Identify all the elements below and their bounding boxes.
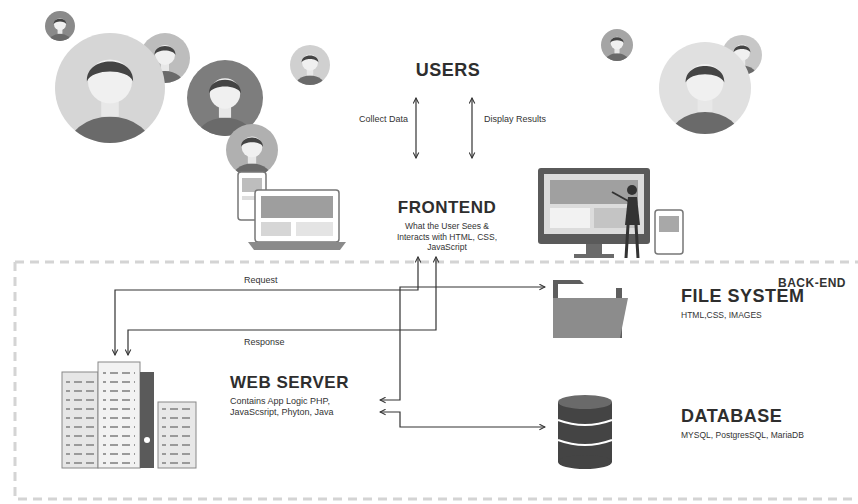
connector-arrow — [380, 412, 545, 427]
edge-label: Display Results — [482, 114, 548, 124]
node-text-group: FRONTEND What the User Sees & Interacts w… — [372, 198, 522, 253]
node-title: WEB SERVER — [230, 373, 375, 393]
edge-label: Response — [242, 337, 287, 347]
node-title: DATABASE — [681, 406, 841, 427]
node-box: WEB SERVER Contains App Logic PHP, JavaSc… — [60, 355, 380, 470]
connector-arrow — [128, 257, 436, 355]
region-label: BACK-END — [778, 276, 846, 290]
node-description: MYSQL, PostgresSQL, MariaDB — [681, 430, 841, 441]
node-box: DATABASE MYSQL, PostgresSQL, MariaDB — [545, 392, 845, 474]
node-description: Contains App Logic PHP, JavaScsript, Phy… — [230, 396, 375, 419]
node-description: HTML,CSS, IMAGES — [681, 310, 841, 321]
node-title: FRONTEND — [372, 198, 522, 218]
node-text-group: FILE SYSTEMHTML,CSS, IMAGES — [681, 286, 841, 321]
edge-label: Request — [242, 275, 280, 285]
connector-arrow — [380, 287, 545, 400]
connector-arrow — [115, 257, 418, 355]
connector-arrow — [471, 98, 472, 158]
node-text-group: USERS — [395, 60, 501, 81]
node-box: FILE SYSTEMHTML,CSS, IMAGES — [545, 262, 845, 340]
node-description: What the User Sees & Interacts with HTML… — [393, 221, 501, 253]
node-box: USERS — [395, 52, 505, 98]
node-box: FRONTEND What the User Sees & Interacts w… — [372, 158, 526, 257]
node-title: USERS — [395, 60, 501, 81]
node-text-group: WEB SERVER Contains App Logic PHP, JavaSc… — [230, 373, 375, 419]
edge-label: Collect Data — [357, 114, 410, 124]
connector-arrow — [415, 98, 416, 158]
node-text-group: DATABASE MYSQL, PostgresSQL, MariaDB — [681, 406, 841, 441]
